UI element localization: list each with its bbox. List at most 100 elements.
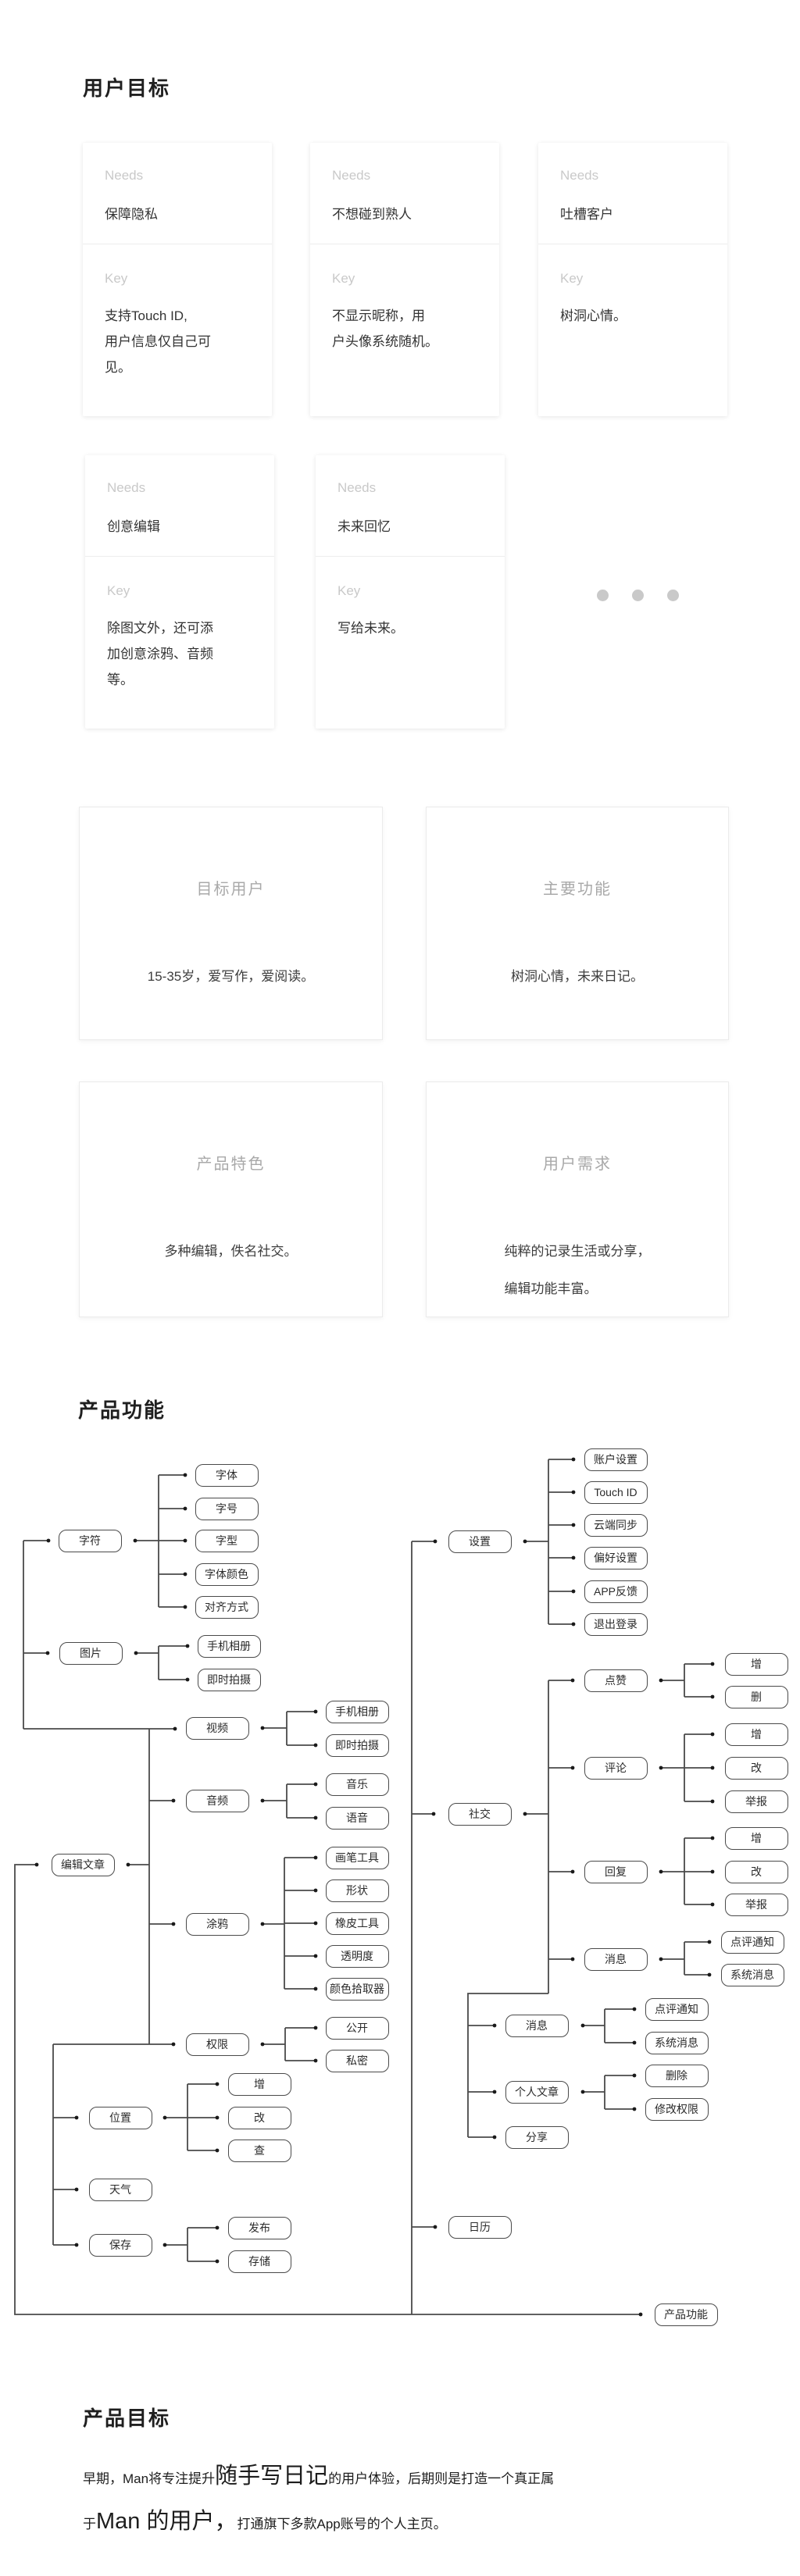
key-value: 支持Touch ID, 用户信息仅自己可 见。	[105, 308, 211, 375]
mindmap-node: 系统消息	[645, 2031, 709, 2054]
mindmap-junction-dot	[313, 1709, 318, 1714]
mindmap-junction-dot	[710, 1765, 715, 1770]
mindmap-node: 图片	[59, 1641, 123, 1665]
mindmap-node: Touch ID	[584, 1480, 648, 1504]
mindmap-junction-dot	[34, 1862, 39, 1867]
mindmap-junction-dot	[710, 1662, 715, 1666]
section-heading-product-goals: 产品目标	[83, 2407, 171, 2430]
mindmap-junction-dot	[183, 1506, 188, 1511]
mindmap-node: 橡皮工具	[325, 1912, 389, 1935]
mindmap-node: 透明度	[325, 1944, 389, 1968]
needs-key-card-3: Needs 吐槽客户 Key 树洞心情。	[538, 143, 727, 416]
mindmap-node: 即时拍摄	[325, 1733, 389, 1757]
summary-box-body: 多种编辑，佚名社交。	[164, 1244, 298, 1259]
summary-box-body: 纯粹的记录生活或分享， 编辑功能丰富。	[504, 1244, 651, 1296]
mindmap-node: 私密	[325, 2049, 389, 2072]
goal-text: 早期，Man将专注提升	[83, 2471, 216, 2486]
mindmap-junction-dot	[260, 1798, 265, 1803]
mindmap-connectors	[14, 1457, 715, 2317]
summary-box-body: 树洞心情，未来日记。	[511, 969, 644, 984]
mindmap-junction-dot	[173, 1726, 177, 1731]
needs-key-card-1: Needs 保障隐私 Key 支持Touch ID, 用户信息仅自己可 见。	[83, 143, 272, 416]
mindmap-junction-dot	[707, 1940, 712, 1944]
mindmap-node: 涂鸦	[185, 1912, 249, 1936]
needs-key-card-2: Needs 不想碰到熟人 Key 不显示昵称，用 户头像系统随机。	[310, 143, 499, 416]
mindmap-connector-line	[14, 1864, 641, 2315]
needs-key-card-5: Needs 未来回忆 Key 写给未来。	[316, 455, 505, 729]
mindmap-junction-dot	[185, 1644, 190, 1648]
mindmap-node: 增	[227, 2072, 291, 2096]
summary-box-title: 用户需求	[543, 1156, 612, 1173]
mindmap-junction-dot	[710, 1902, 715, 1907]
mindmap-junction-dot	[707, 1972, 712, 1977]
mindmap-junction-dot	[313, 1855, 318, 1860]
mindmap-junction-dot	[185, 1677, 190, 1682]
mindmap-node: 增	[724, 1652, 788, 1676]
mindmap-node: 消息	[584, 1947, 648, 1971]
mindmap-junction-dot	[492, 2023, 497, 2028]
mindmap-junction-dot	[570, 1957, 575, 1961]
goal-text-large: 随手写日记	[215, 2464, 329, 2489]
mindmap-junction-dot	[134, 1651, 138, 1655]
mindmap-node: 点评通知	[720, 1930, 784, 1954]
ellipsis-dot-icon	[597, 590, 609, 601]
mindmap-node: APP反馈	[584, 1580, 648, 1603]
mindmap-junction-dot	[313, 1888, 318, 1893]
summary-box-user-needs: 用户需求 纯粹的记录生活或分享， 编辑功能丰富。	[426, 1081, 729, 1317]
key-label: Key	[338, 583, 361, 598]
mindmap-junction-dot	[571, 1622, 576, 1626]
mindmap-junction-dot	[215, 2082, 220, 2086]
needs-value: 创意编辑	[107, 519, 160, 534]
mindmap-node: 即时拍摄	[197, 1668, 261, 1691]
key-label: Key	[107, 583, 130, 598]
needs-label: Needs	[560, 168, 599, 183]
mindmap-junction-dot	[659, 1678, 663, 1683]
mindmap-junction-dot	[126, 1862, 130, 1867]
mindmap-junction-dot	[632, 2040, 637, 2045]
mindmap-junction-dot	[580, 2023, 585, 2028]
mindmap-junction-dot	[313, 2026, 318, 2030]
mindmap-node: 字体	[195, 1463, 259, 1487]
mindmap-node: 手机相册	[197, 1634, 261, 1658]
mindmap-junction-dot	[710, 1869, 715, 1874]
mindmap-node: 社交	[448, 1802, 512, 1826]
mindmap-node: 偏好设置	[584, 1546, 648, 1569]
mindmap-junction-dot	[313, 1782, 318, 1787]
key-label: Key	[560, 271, 584, 286]
mindmap-node: 查	[227, 2139, 291, 2162]
mindmap-junction-dot	[710, 1799, 715, 1804]
goal-text: 的用户体验，后期则是打造一个真正属	[328, 2471, 555, 2486]
mindmap-junction-dot	[492, 2135, 497, 2140]
mindmap-node: 删	[724, 1685, 788, 1708]
mindmap-junction-dot	[260, 2042, 265, 2047]
summary-box-title: 产品特色	[196, 1156, 266, 1173]
mindmap-junction-dot	[183, 1538, 188, 1543]
mindmap-junction-dot	[433, 2225, 438, 2229]
key-value: 树洞心情。	[560, 308, 627, 323]
mindmap-junction-dot	[46, 1538, 51, 1543]
mindmap-node: 权限	[185, 2033, 249, 2056]
mindmap-junction-dot	[313, 1743, 318, 1748]
mindmap-node: 改	[724, 1860, 788, 1883]
mindmap-junction-dot	[260, 1726, 265, 1730]
mindmap-junction-dot	[710, 1836, 715, 1840]
section-heading-user-goals: 用户目标	[83, 77, 171, 100]
mindmap-junction-dot	[313, 1815, 318, 1820]
mindmap-junction-dot	[580, 2090, 585, 2094]
mindmap-node: 音乐	[325, 1773, 389, 1796]
product-features-mindmap: 编辑文章字符字体字号字型字体颜色对齐方式图片手机相册即时拍摄视频手机相册即时拍摄…	[0, 1445, 800, 2350]
mindmap-node: 位置	[88, 2106, 152, 2129]
mindmap-node: 公开	[325, 2016, 389, 2040]
ellipsis-dot-icon	[667, 590, 679, 601]
needs-label: Needs	[332, 168, 371, 183]
needs-value: 未来回忆	[338, 519, 391, 534]
mindmap-junction-dot	[183, 1605, 188, 1609]
mindmap-node: 退出登录	[584, 1612, 648, 1636]
summary-box-target-users: 目标用户 15-35岁，爱写作，爱阅读。	[79, 807, 383, 1040]
mindmap-junction-dot	[133, 1538, 138, 1543]
goal-text: 于	[83, 2517, 96, 2531]
mindmap-junction-dot	[632, 2073, 637, 2078]
mindmap-junction-dot	[571, 1490, 576, 1495]
mindmap-node: 产品功能	[654, 2303, 718, 2326]
